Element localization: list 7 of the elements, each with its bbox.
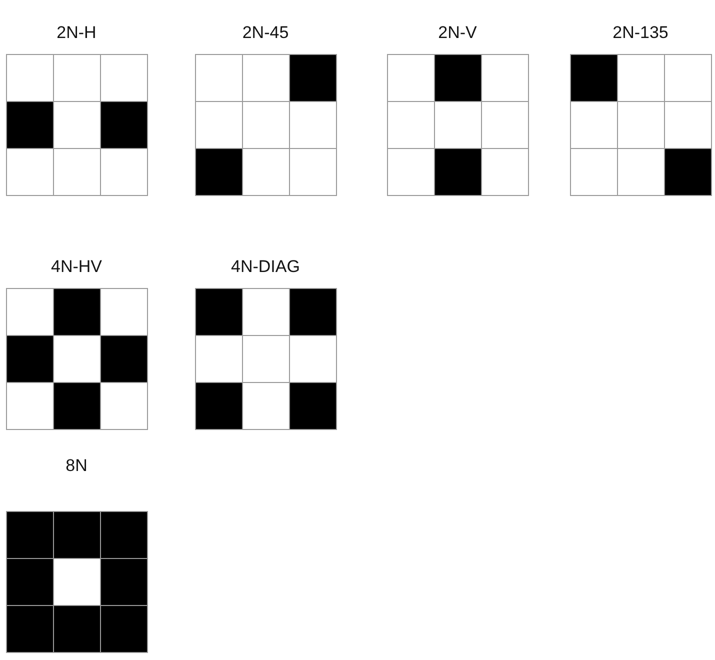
pattern-label: 8N [66,455,88,477]
pattern-label: 2N-135 [612,22,668,44]
pattern-label: 4N-HV [50,256,102,278]
pattern-label: 2N-H [56,22,96,44]
pattern-label: 4N-DIAG [231,256,300,278]
pattern-label: 2N-V [438,22,477,44]
pattern-label: 2N-45 [242,22,289,44]
